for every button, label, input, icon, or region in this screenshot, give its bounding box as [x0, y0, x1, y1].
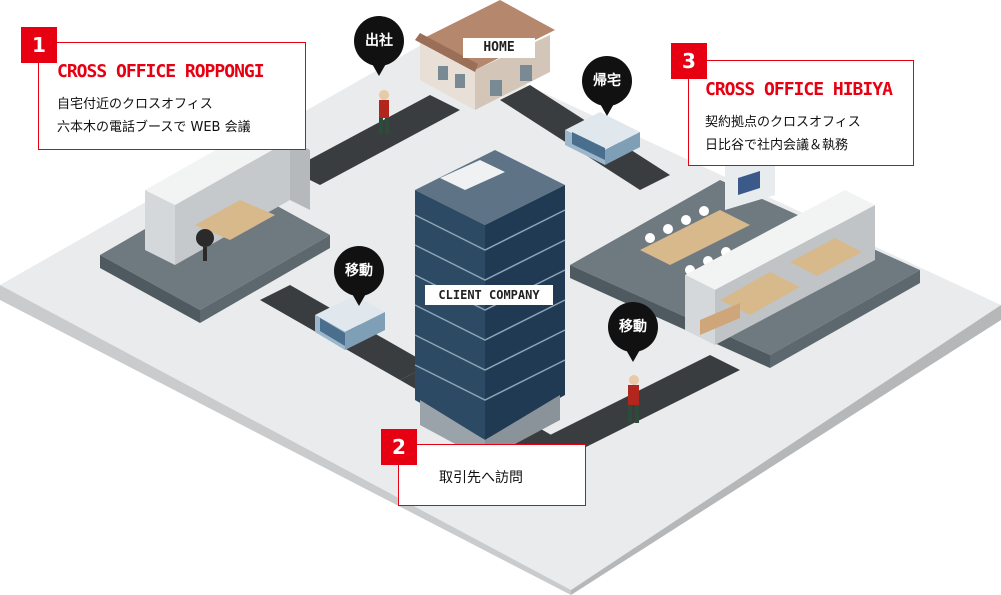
callout-hibiya: 3 CROSS OFFICE HIBIYA 契約拠点のクロスオフィス 日比谷で社… [671, 43, 914, 166]
callout-line: 日比谷で社内会議＆執務 [705, 138, 849, 153]
move-bubble-right: 移動 [608, 302, 658, 362]
client-company-sign: CLIENT COMPANY [425, 285, 553, 305]
car-left [315, 295, 385, 350]
callout-roppongi: 1 CROSS OFFICE ROPPONGI 自宅付近のクロスオフィス 六本木… [21, 27, 306, 150]
step-number-3: 3 [671, 43, 707, 79]
person-walking [628, 375, 639, 423]
roppongi-office-platform [100, 112, 330, 323]
person-commuting [379, 90, 389, 134]
client-building [414, 150, 566, 460]
callout-line: 契約拠点のクロスオフィス [705, 115, 861, 130]
step-number-1: 1 [21, 27, 57, 63]
home-sign: HOME [463, 38, 535, 58]
move-bubble-left: 移動 [334, 246, 384, 306]
callout-line: 自宅付近のクロスオフィス [57, 97, 213, 112]
step-number-2: 2 [381, 429, 417, 465]
callout-line: 取引先へ訪問 [439, 470, 523, 486]
callout-title-roppongi: CROSS OFFICE ROPPONGI [57, 61, 265, 82]
callout-line: 六本木の電話ブースで WEB 会議 [57, 120, 251, 135]
callout-client-visit: 2 取引先へ訪問 [381, 429, 586, 506]
callout-title-hibiya: CROSS OFFICE HIBIYA [705, 79, 893, 100]
commute-bubble: 出社 [354, 16, 404, 76]
return-home-bubble: 帰宅 [582, 56, 632, 116]
car-top [565, 112, 640, 165]
